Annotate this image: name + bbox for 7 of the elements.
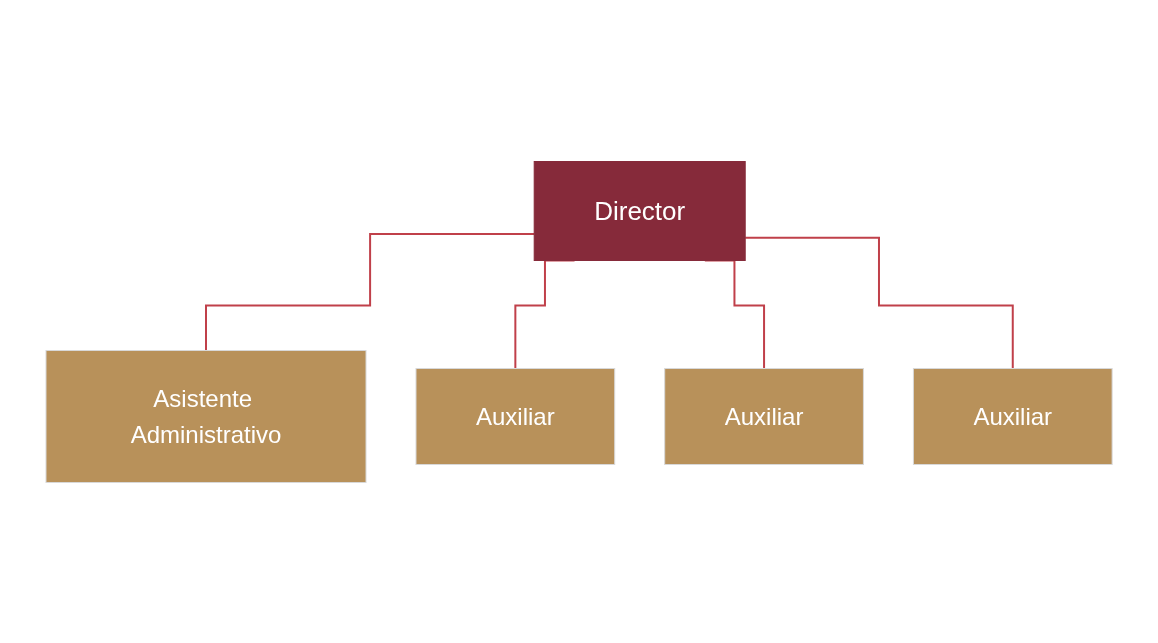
node-box: Asistente Administrativo [45, 349, 367, 483]
node-box: Auxiliar [912, 367, 1113, 465]
node-box: Auxiliar [415, 367, 616, 465]
node-box: Auxiliar [664, 367, 864, 465]
node-box: Director [533, 160, 746, 261]
connector [744, 236, 1014, 369]
connector [204, 232, 536, 351]
